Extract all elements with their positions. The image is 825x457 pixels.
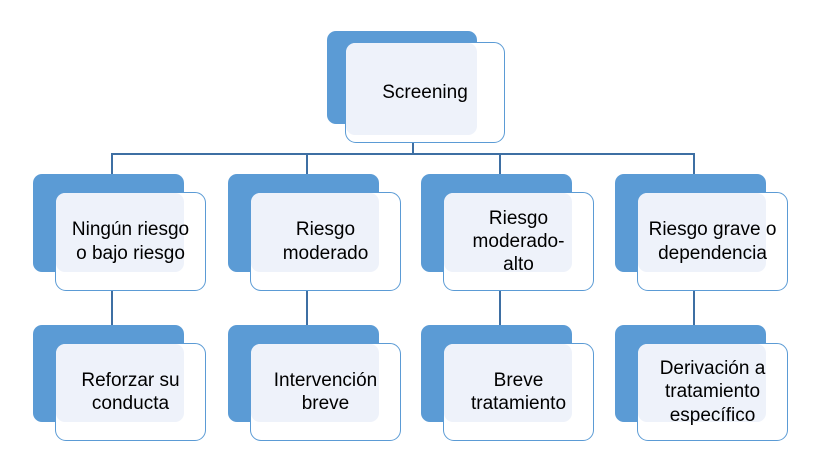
connector-drop-risk-none-low	[111, 153, 113, 177]
node-screening[interactable]: Screening	[327, 31, 505, 143]
node-label: Derivación a tratamiento específico	[659, 358, 766, 426]
node-risk-moderate-high[interactable]: Riesgo moderado- alto	[421, 174, 594, 291]
connector-drop-risk-moderate	[306, 153, 308, 177]
node-risk-severe[interactable]: Riesgo grave o dependencia	[615, 174, 788, 291]
node-action-referral[interactable]: Derivación a tratamiento específico	[615, 325, 788, 441]
node-risk-none-low[interactable]: Ningún riesgo o bajo riesgo	[33, 174, 206, 291]
node-risk-moderate[interactable]: Riesgo moderado	[228, 174, 401, 291]
node-label: Riesgo grave o dependencia	[648, 219, 777, 264]
connector-screening-stem	[412, 133, 414, 155]
node-label: Reforzar su conducta	[81, 369, 180, 414]
connector-drop-risk-moderate-high	[499, 153, 501, 177]
node-label: Riesgo moderado- alto	[472, 207, 565, 276]
node-action-brief-treatment[interactable]: Breve tratamiento	[421, 325, 594, 441]
connector-risk-moderate-to-action	[306, 290, 308, 328]
connector-risk-none-low-to-action	[111, 290, 113, 328]
node-action-reinforce[interactable]: Reforzar su conducta	[33, 325, 206, 441]
connector-risk-moderate-high-to-action	[499, 290, 501, 328]
connector-risk-severe-to-action	[693, 290, 695, 328]
node-label: Intervención breve	[273, 369, 378, 414]
node-label: Ningún riesgo o bajo riesgo	[71, 219, 190, 264]
node-label: Riesgo moderado	[282, 219, 369, 264]
connector-bus-horizontal	[112, 153, 695, 155]
node-label: Breve tratamiento	[470, 369, 567, 414]
node-action-brief-intervention[interactable]: Intervención breve	[228, 325, 401, 441]
node-label: Screening	[382, 81, 468, 103]
connector-drop-risk-severe	[693, 153, 695, 177]
